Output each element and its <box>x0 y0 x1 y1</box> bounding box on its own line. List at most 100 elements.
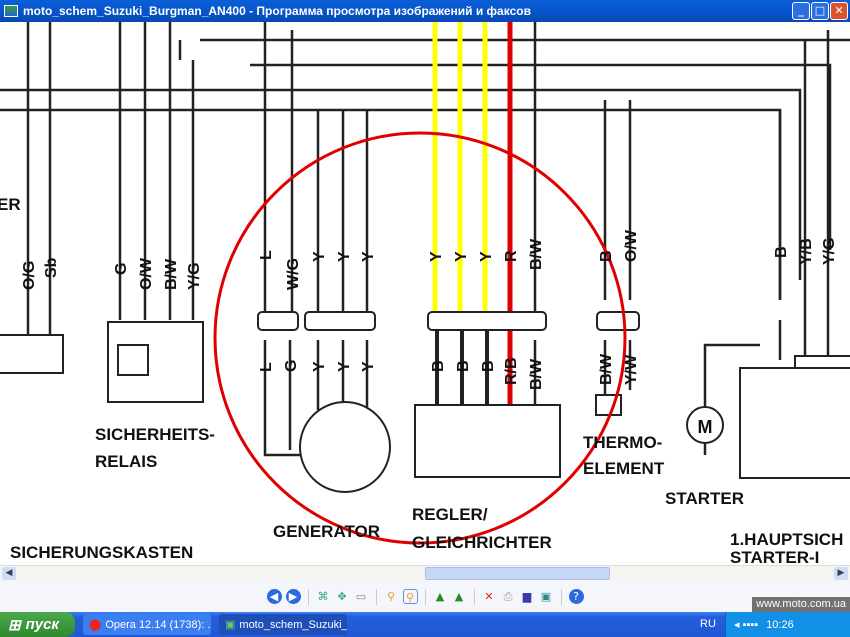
generator-symbol <box>299 401 391 493</box>
wire-label: Y/G <box>186 262 203 290</box>
scroll-thumb[interactable] <box>425 567 610 580</box>
taskbar-item-viewer[interactable]: ▣moto_schem_Suzuki_... <box>219 614 347 635</box>
scroll-left-button[interactable]: ◀ <box>2 567 16 580</box>
image-view[interactable]: M O/G Sb G O/W B/W Y/G L W/G Y Y Y Y Y Y… <box>0 22 850 565</box>
starter-relay-label: STARTER-I <box>730 548 819 565</box>
wiring-diagram: M O/G Sb G O/W B/W Y/G L W/G Y Y Y Y Y Y… <box>0 22 850 565</box>
slideshow-icon[interactable]: ▭ <box>355 590 367 603</box>
fusebox-label: SICHERUNGSKASTEN <box>10 543 193 562</box>
wire-label: Y <box>311 251 328 262</box>
starter-relay-box <box>739 367 850 479</box>
wire-label: B/W <box>598 353 615 385</box>
er-label: ER <box>0 195 21 214</box>
window-title: moto_schem_Suzuki_Burgman_AN400 - Програ… <box>23 4 531 18</box>
motor-label: M <box>698 417 713 437</box>
wire-label: Y <box>336 251 353 262</box>
title-bar: moto_schem_Suzuki_Burgman_AN400 - Програ… <box>0 0 850 22</box>
taskbar: ⊞пуск ⬤Opera 12.14 (1738): ... ▣moto_sch… <box>0 612 850 637</box>
components <box>0 311 850 493</box>
generator-connector-1 <box>257 311 299 331</box>
system-tray: ◂ ▪▪▪▪ 10:26 <box>725 612 850 637</box>
wire-label: Y/W <box>623 354 640 385</box>
tray-icons[interactable]: ◂ ▪▪▪▪ <box>734 619 759 631</box>
generator-label: GENERATOR <box>273 522 380 541</box>
wire-label: B/W <box>528 238 545 270</box>
wire-label: Y <box>360 361 377 372</box>
wire-label: Sb <box>43 257 60 278</box>
rotate-counterclockwise-icon[interactable]: ▲ <box>454 590 464 603</box>
best-fit-icon[interactable]: ⌘ <box>317 590 329 603</box>
wire-label: O/G <box>21 261 38 290</box>
horizontal-scrollbar[interactable]: ◀ ▶ <box>0 565 850 581</box>
wire-label: O/W <box>138 257 155 290</box>
wire-label: B <box>455 360 472 372</box>
wire-label: B/W <box>163 258 180 290</box>
thermo-connector <box>596 311 640 331</box>
wire-label: Y <box>428 251 445 262</box>
viewer-toolbar: ◀ ▶ ⌘ ✥ ▭ ⚲ ⚲ ▲ ▲ ✕ ⎙ ▆ ▣ ? <box>0 581 850 612</box>
start-button[interactable]: ⊞пуск <box>0 612 75 637</box>
regulator-label: REGLER/ <box>412 505 488 524</box>
wire-label: B <box>480 360 497 372</box>
generator-connector-2 <box>304 311 376 331</box>
save-icon[interactable]: ▆ <box>522 590 532 603</box>
starter-motor <box>686 406 724 444</box>
wire-label: Y/G <box>821 237 838 265</box>
zoom-in-icon[interactable]: ⚲ <box>386 590 396 603</box>
regulator-connector <box>427 311 547 331</box>
clock: 10:26 <box>766 618 794 631</box>
wire-label: B <box>430 360 447 372</box>
wire-label: Y/B <box>798 238 815 265</box>
highlight-circle <box>213 131 627 545</box>
wire-label: B <box>598 250 615 262</box>
top-wire-labels: O/G Sb G O/W B/W Y/G L W/G Y Y Y Y Y Y R… <box>21 229 838 290</box>
start-label: пуск <box>25 616 60 633</box>
maximize-button[interactable]: □ <box>811 2 829 20</box>
task-label: moto_schem_Suzuki_... <box>239 618 347 631</box>
wire-label: B <box>773 246 790 258</box>
opera-icon: ⬤ <box>89 619 102 631</box>
relay-label: SICHERHEITS- <box>95 425 215 444</box>
watermark: www.moto.com.ua <box>752 597 850 612</box>
main-fuse-label: 1.HAUPTSICH <box>730 530 843 549</box>
previous-image-icon[interactable]: ◀ <box>266 589 282 604</box>
wire-label: Y <box>311 361 328 372</box>
app-icon <box>4 5 18 17</box>
actual-size-icon[interactable]: ✥ <box>337 590 347 603</box>
wire-label: R <box>503 250 520 262</box>
fusebox-connector <box>0 334 64 374</box>
wire-label: Y <box>336 361 353 372</box>
windows-logo-icon: ⊞ <box>8 616 21 634</box>
print-icon[interactable]: ⎙ <box>503 590 513 603</box>
thermo-label: THERMO- <box>583 433 662 452</box>
bottom-wire-labels: L G Y Y Y B B B R/B B/W B/W Y/W <box>258 353 640 390</box>
relay-label: RELAIS <box>95 452 157 471</box>
scroll-right-button[interactable]: ▶ <box>834 567 848 580</box>
minimize-button[interactable]: _ <box>792 2 810 20</box>
wire-label: L <box>258 250 275 260</box>
language-indicator[interactable]: RU <box>700 618 716 630</box>
next-image-icon[interactable]: ▶ <box>285 589 301 604</box>
open-editor-icon[interactable]: ▣ <box>540 590 552 603</box>
wire-label: L <box>258 362 275 372</box>
regulator-label: GLEICHRICHTER <box>412 533 552 552</box>
wire-label: B/W <box>528 358 545 390</box>
component-labels: ER SICHERHEITS- RELAIS GENERATOR REGLER/… <box>0 195 843 565</box>
zoom-out-icon[interactable]: ⚲ <box>402 589 418 604</box>
image-viewer-icon: ▣ <box>225 619 236 631</box>
wire-label: W/G <box>285 258 302 290</box>
close-button[interactable]: ✕ <box>830 2 848 20</box>
delete-icon[interactable]: ✕ <box>484 590 494 603</box>
help-icon[interactable]: ? <box>568 589 584 604</box>
wire-label: Y <box>360 251 377 262</box>
wire-label: O/W <box>623 229 640 262</box>
starter-label: STARTER <box>665 489 744 508</box>
colored-wires <box>432 22 513 405</box>
wire-label: G <box>113 263 130 275</box>
regulator-box <box>414 404 561 478</box>
wire-label: G <box>283 360 300 372</box>
taskbar-item-opera[interactable]: ⬤Opera 12.14 (1738): ... <box>83 614 211 635</box>
rotate-clockwise-icon[interactable]: ▲ <box>435 590 445 603</box>
wire-label: R/B <box>503 357 520 385</box>
task-label: Opera 12.14 (1738): ... <box>105 618 211 631</box>
